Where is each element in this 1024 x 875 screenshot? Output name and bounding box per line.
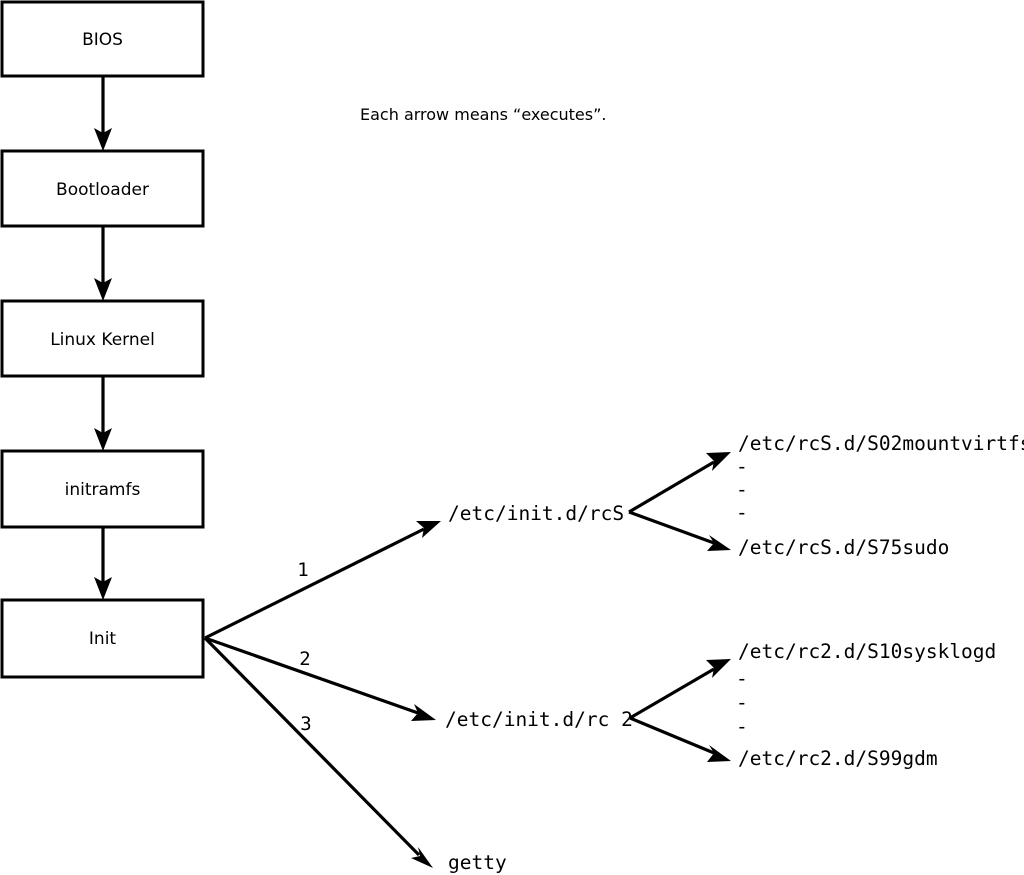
arrow-initramfs-to-init	[94, 527, 112, 600]
node-bootloader-label: Bootloader	[56, 180, 149, 200]
node-bios-box[interactable]	[0, 0, 205, 78]
node-bios-label: BIOS	[82, 30, 123, 50]
rc2-branch-group: /etc/init.d/rc 2 /etc/rc2.d/S10sysklogd …	[445, 640, 996, 770]
node-rcs-last-script[interactable]: /etc/rcS.d/S75sudo	[738, 536, 949, 559]
node-init-label: Init	[89, 629, 117, 649]
legend-note: Each arrow means “executes”.	[360, 105, 606, 124]
arrow-bios-to-bootloader	[94, 76, 112, 151]
rc2-ellipsis-dash-1: -	[736, 667, 748, 690]
edge-label-1: 1	[297, 559, 308, 581]
node-rc2-last-script[interactable]: /etc/rc2.d/S99gdm	[738, 747, 938, 770]
node-rc2-script[interactable]: /etc/init.d/rc 2	[445, 708, 633, 731]
arrow-rcs-to-first	[628, 452, 731, 514]
arrow-init-to-rc2	[204, 636, 436, 721]
node-bootloader[interactable]: Bootloader	[0, 149, 205, 228]
node-init[interactable]: Init	[0, 598, 205, 679]
arrow-rcs-to-last	[628, 510, 731, 551]
node-linux-kernel[interactable]: Linux Kernel	[0, 299, 205, 378]
node-getty[interactable]: getty	[448, 851, 507, 874]
init-fanout-arrows: 1 2 3	[203, 521, 441, 868]
node-bios[interactable]: BIOS	[0, 0, 205, 78]
node-linux-kernel-label: Linux Kernel	[50, 330, 155, 350]
boot-chain-arrows	[94, 76, 112, 600]
node-rc2-first-script[interactable]: /etc/rc2.d/S10sysklogd	[738, 640, 996, 663]
node-init-box[interactable]	[0, 598, 205, 679]
node-initramfs-box[interactable]	[0, 449, 205, 529]
node-linux-kernel-box[interactable]	[0, 299, 205, 378]
rc2-ellipsis-dash-3: -	[736, 715, 748, 738]
node-rcs-script[interactable]: /etc/init.d/rcS	[448, 502, 624, 525]
arrow-kernel-to-initramfs	[94, 376, 112, 451]
edge-label-3: 3	[300, 713, 311, 735]
rcs-ellipsis-dash-2: -	[736, 478, 748, 501]
arrow-bootloader-to-kernel	[94, 226, 112, 301]
rcs-ellipsis-dash-3: -	[736, 501, 748, 524]
edge-label-2: 2	[299, 648, 310, 670]
rcs-ellipsis-dash-1: -	[736, 455, 748, 478]
arrow-rc2-to-last	[629, 716, 731, 762]
node-initramfs[interactable]: initramfs	[0, 449, 205, 529]
rcs-branch-group: /etc/init.d/rcS /etc/rcS.d/S02mountvirtf…	[448, 432, 1024, 559]
arrow-init-to-rcs	[204, 521, 441, 640]
node-initramfs-label: initramfs	[65, 480, 141, 500]
rc2-ellipsis-dash-2: -	[736, 691, 748, 714]
node-rcs-first-script[interactable]: /etc/rcS.d/S02mountvirtfs	[738, 432, 1024, 455]
boot-chain-group: BIOS Bootloader Linux Kernel initramfs I…	[0, 0, 205, 679]
arrow-init-to-getty	[203, 636, 433, 868]
arrow-rc2-to-first	[629, 659, 731, 720]
